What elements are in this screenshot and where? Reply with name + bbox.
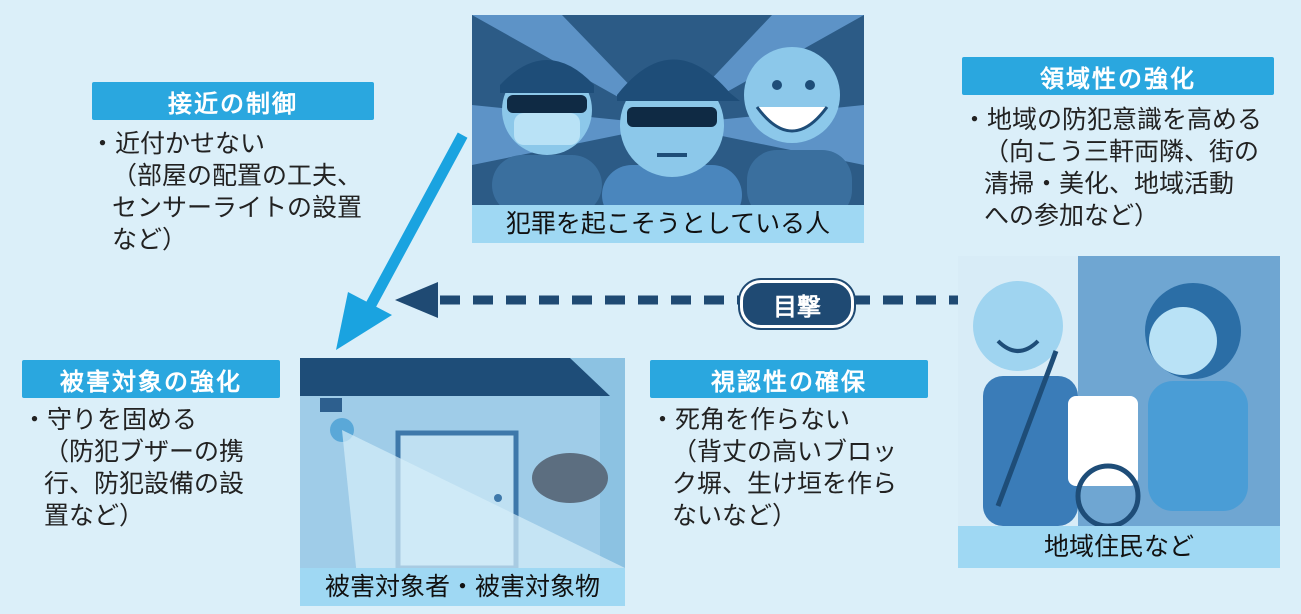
target-caption: 被害対象者・被害対象物 bbox=[300, 568, 625, 606]
target-heading: 被害対象の強化 bbox=[22, 360, 280, 398]
criminal-caption: 犯罪を起こそうとしている人 bbox=[472, 205, 864, 243]
territory-detail-2: 清掃・美化、地域活動 bbox=[984, 169, 1235, 198]
target-text: ・守りを固める （防犯ブザーの携 行、防犯設備の設 置など） bbox=[22, 404, 292, 532]
approach-detail-2: センサーライトの設置 bbox=[112, 193, 363, 222]
target-illustration: 被害対象者・被害対象物 bbox=[300, 358, 625, 606]
territory-detail-1: （向こう三軒両隣、街の bbox=[984, 137, 1260, 166]
visibility-detail-3: ないなど） bbox=[672, 501, 798, 530]
criminal-illustration: 犯罪を起こそうとしている人 bbox=[472, 15, 864, 243]
territory-text: ・地域の防犯意識を高める （向こう三軒両隣、街の 清掃・美化、地域活動 への参加… bbox=[962, 104, 1297, 232]
witness-label: 目撃 bbox=[740, 280, 854, 328]
visibility-detail-1: （背丈の高いブロッ bbox=[672, 437, 898, 466]
territory-heading: 領域性の強化 bbox=[962, 57, 1274, 95]
residents-illustration: 地域住民など bbox=[958, 256, 1280, 568]
territory-bullet: ・地域の防犯意識を高める bbox=[962, 105, 1263, 134]
approach-detail-1: （部屋の配置の工夫、 bbox=[112, 161, 363, 190]
target-detail-3: 置など） bbox=[44, 501, 145, 530]
approach-text: ・近付かせない （部屋の配置の工夫、 センサーライトの設置 など） bbox=[90, 128, 410, 256]
visibility-text: ・死角を作らない （背丈の高いブロッ ク塀、生け垣を作ら ないなど） bbox=[650, 404, 950, 532]
criminals-image bbox=[472, 15, 864, 243]
visibility-heading: 視認性の確保 bbox=[650, 360, 928, 398]
visibility-detail-2: ク塀、生け垣を作ら bbox=[672, 469, 898, 498]
residents-image bbox=[958, 256, 1280, 568]
approach-detail-3: など） bbox=[112, 225, 188, 254]
residents-caption: 地域住民など bbox=[958, 526, 1280, 568]
target-bullet: ・守りを固める bbox=[22, 405, 198, 434]
approach-heading: 接近の制御 bbox=[92, 82, 374, 120]
visibility-bullet: ・死角を作らない bbox=[650, 405, 851, 434]
target-detail-2: 行、防犯設備の設 bbox=[44, 469, 245, 498]
territory-detail-3: への参加など） bbox=[984, 201, 1160, 230]
house-image bbox=[300, 358, 625, 606]
approach-bullet: ・近付かせない bbox=[90, 129, 266, 158]
target-detail-1: （防犯ブザーの携 bbox=[44, 437, 245, 466]
